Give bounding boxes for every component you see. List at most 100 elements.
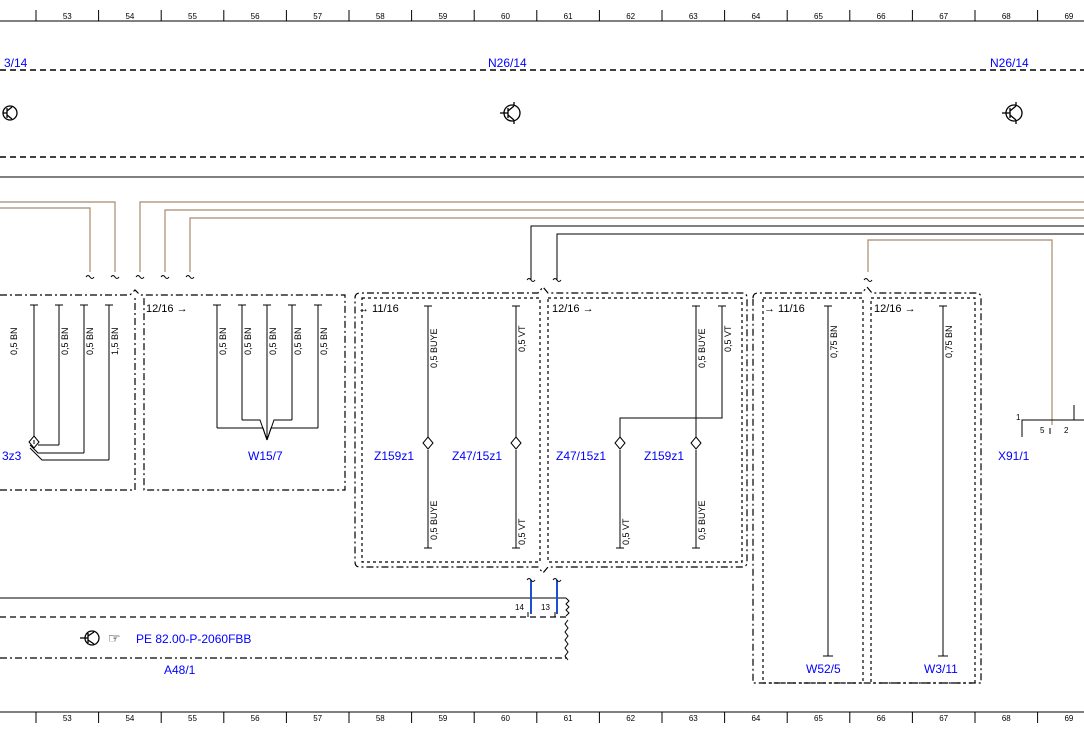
pointing-hand-icon: ☞	[108, 630, 121, 646]
connector-label-c3: 12/16 →	[552, 303, 594, 315]
wire-label-w15-1: 0,5 BN	[243, 327, 253, 355]
ruler-number: 59	[438, 714, 447, 723]
ruler-number: 53	[63, 12, 72, 21]
x91-1-label: X91/1	[998, 449, 1030, 463]
ruler-number: 54	[125, 12, 134, 21]
pin-label-p5: 5	[1040, 426, 1045, 435]
n26-module-band	[0, 69, 1084, 178]
wire-label-left-1: 0,5 BN	[60, 327, 70, 355]
wire-label-z159a-top: 0,5 BUYE	[429, 328, 439, 368]
ruler-number: 66	[877, 12, 886, 21]
z47-15z1-label-b: Z47/15z1	[556, 449, 606, 463]
ruler-number: 61	[564, 714, 573, 723]
connector-label-c5: 12/16 →	[874, 303, 916, 315]
connector-block-left	[0, 289, 346, 491]
wire-label-z47b-top-buye: 0,5 BUYE	[697, 328, 707, 368]
ruler-number: 62	[626, 12, 635, 21]
connector-label-c2: → 11/16	[358, 303, 399, 315]
ruler-number: 55	[188, 12, 197, 21]
w3-11-label: W3/11	[924, 662, 958, 676]
pe-reference-link[interactable]: PE 82.00-P-2060FBB	[136, 632, 251, 646]
pin-label-p14: 14	[515, 603, 524, 612]
ruler-number: 69	[1064, 12, 1073, 21]
splice-diamonds	[422, 436, 702, 450]
pin-label-p1: 1	[1016, 413, 1021, 422]
blue-wire-tops	[526, 578, 562, 582]
ruler-number: 65	[814, 12, 823, 21]
ruler-number: 62	[626, 714, 635, 723]
wire-label-left-0: 0,5 BN	[9, 327, 19, 355]
left-wire-group	[28, 304, 113, 461]
wire-label-z47b-bot: 0,5 VT	[621, 518, 631, 545]
w15-wire-group	[213, 304, 322, 441]
z159z1-label-b: Z159z1	[644, 449, 684, 463]
ruler-number: 67	[939, 714, 948, 723]
wire-label-z159a-bot: 0,5 BUYE	[429, 500, 439, 540]
ruler-number: 59	[438, 12, 447, 21]
wire-label-left-3: 1,5 BN	[110, 327, 120, 355]
transistor-icon-center	[500, 102, 521, 124]
transistor-icon-left	[2, 105, 18, 121]
ruler-number: 65	[814, 714, 823, 723]
a48-1-label: A48/1	[164, 663, 196, 677]
wire-label-w15-4: 0,5 BN	[319, 327, 329, 355]
ruler-number: 64	[751, 714, 760, 723]
w15-7-label: W15/7	[248, 449, 283, 463]
wire-label-w15-0: 0,5 BN	[218, 327, 228, 355]
connector-block-right	[752, 286, 982, 684]
ruler-number: 53	[63, 714, 72, 723]
center-wires	[424, 305, 726, 549]
wire-label-z47b-top-vt: 0,5 VT	[723, 325, 733, 352]
ruler-number: 56	[251, 714, 260, 723]
w52-5-label: W52/5	[806, 662, 841, 676]
z47-15z1-label-a: Z47/15z1	[452, 449, 502, 463]
black-feed-wires	[530, 225, 1084, 280]
ruler-number: 61	[564, 12, 573, 21]
ruler-number: 57	[313, 714, 322, 723]
n26-label-right: N26/14	[990, 56, 1029, 70]
blue-connector-wires	[530, 580, 558, 614]
svg-text:☞: ☞	[108, 630, 121, 646]
ruler-number: 67	[939, 12, 948, 21]
ruler-number: 60	[501, 12, 510, 21]
ruler-number: 63	[689, 12, 698, 21]
wire-label-z47a-bot: 0,5 VT	[517, 518, 527, 545]
wire-label-w3: 0,75 BN	[944, 325, 954, 358]
transistor-icon-a48	[80, 630, 100, 646]
ruler-number: 58	[376, 714, 385, 723]
ruler-number: 55	[188, 714, 197, 723]
a48-module	[0, 597, 570, 661]
n26-label-center: N26/14	[488, 56, 527, 70]
wire-label-w52: 0,75 BN	[829, 325, 839, 358]
ruler-number: 66	[877, 714, 886, 723]
ruler-number: 56	[251, 12, 260, 21]
wire-label-w15-2: 0,5 BN	[268, 327, 278, 355]
ruler-bottom: 53 54 55 56 57 58 59 60 61 62 63 64 65 66 67 68 69	[0, 711, 1084, 723]
z3-label: 3z3	[2, 449, 22, 463]
pin-label-p13: 13	[541, 603, 550, 612]
wire-break-marks	[85, 275, 873, 282]
x91-connector	[1021, 405, 1084, 437]
connector-block-center	[354, 286, 748, 574]
pin-label-p2: 2	[1064, 426, 1069, 435]
ruler-number: 58	[376, 12, 385, 21]
ruler-number: 60	[501, 714, 510, 723]
connector-label-c1: 12/16 →	[146, 303, 188, 315]
ruler-number: 54	[125, 714, 134, 723]
brown-feed-wires	[0, 201, 1084, 425]
ruler-number: 57	[313, 12, 322, 21]
ruler-number: 63	[689, 714, 698, 723]
z159z1-label-a: Z159z1	[374, 449, 414, 463]
right-wires	[823, 305, 948, 657]
n26-label-left: 3/14	[4, 56, 28, 70]
ruler-number: 64	[751, 12, 760, 21]
ruler-number: 68	[1002, 12, 1011, 21]
ruler-top: 53 54 55 56 57 58 59 60 61 62 63 64 65 66 67 68 69	[0, 10, 1084, 22]
ruler-number: 69	[1064, 714, 1073, 723]
wire-label-z159b-bot: 0,5 BUYE	[697, 500, 707, 540]
ruler-number: 68	[1002, 714, 1011, 723]
wire-label-left-2: 0,5 BN	[85, 327, 95, 355]
wire-label-w15-3: 0,5 BN	[293, 327, 303, 355]
connector-label-c4: → 11/16	[764, 303, 805, 315]
